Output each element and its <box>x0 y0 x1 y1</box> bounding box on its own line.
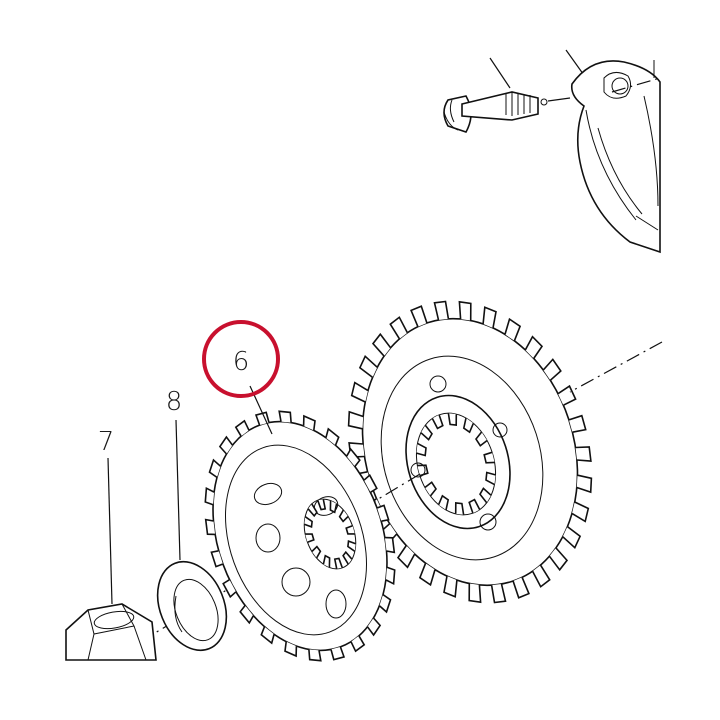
gear-spline <box>483 451 495 464</box>
sprocket-tooth <box>376 504 390 522</box>
leader-line-8 <box>175 419 181 561</box>
sprocket-spline <box>304 516 313 529</box>
gear-tooth <box>557 384 577 406</box>
bracket-part[interactable] <box>565 49 661 254</box>
gear-tooth <box>531 564 551 588</box>
gear-tooth <box>389 316 409 340</box>
gear-tooth <box>418 562 436 587</box>
sprocket-spline <box>305 533 315 543</box>
sprocket-spline <box>342 550 353 565</box>
sprocket-spline <box>338 509 349 523</box>
sprocket-tooth <box>384 536 396 554</box>
callout-label-6[interactable]: 6 <box>233 347 250 377</box>
sprocket-tooth <box>378 593 392 614</box>
gear-tooth <box>443 575 458 598</box>
gear-spline <box>431 414 444 430</box>
gear-tooth <box>512 576 530 599</box>
gear-spline <box>447 413 458 426</box>
gear-tooth <box>410 305 428 328</box>
gear-spline <box>485 471 496 486</box>
gear-tooth <box>575 446 592 462</box>
large-gear-part[interactable] <box>329 291 611 614</box>
sprocket-tooth <box>330 646 346 661</box>
callout-label-8[interactable]: 8 <box>166 387 183 417</box>
sprocket-tooth <box>260 626 275 645</box>
sprocket-spline <box>316 499 327 511</box>
gear-tooth <box>568 414 587 433</box>
gear-spline <box>437 494 450 511</box>
gear-tooth <box>482 306 497 329</box>
sprocket-tooth <box>222 579 237 599</box>
gear-spline <box>416 442 427 457</box>
sprocket-tooth <box>308 649 322 662</box>
sprocket-spline <box>333 557 344 569</box>
sprocket-tooth <box>208 458 222 479</box>
gear-tooth <box>396 545 416 569</box>
gear-tooth <box>458 300 472 321</box>
gear-tooth <box>542 358 562 381</box>
sprocket-part-6[interactable] <box>183 397 418 675</box>
sprocket-spline <box>311 545 322 559</box>
sprocket-spline <box>322 554 331 568</box>
washer-part-8[interactable] <box>145 551 239 660</box>
sprocket-tooth <box>385 566 396 586</box>
gear-tooth <box>548 547 569 572</box>
sprocket-tooth <box>204 486 215 506</box>
sprocket-tooth <box>278 410 292 423</box>
sprocket-tooth <box>218 435 234 455</box>
gear-tooth <box>358 354 378 379</box>
bolt-part[interactable] <box>443 57 571 133</box>
gear-spline <box>424 481 437 497</box>
gear-spline <box>420 424 433 441</box>
gear-spline <box>468 498 481 514</box>
sprocket-tooth <box>302 414 316 431</box>
sprocket-tooth <box>234 419 250 437</box>
leader-line-7 <box>107 457 113 605</box>
nut-part-7[interactable] <box>65 603 157 661</box>
gear-tooth <box>562 525 582 550</box>
sprocket-spline <box>347 539 356 552</box>
gear-spline <box>475 431 488 447</box>
sprocket-tooth <box>325 427 340 446</box>
sprocket-tooth <box>239 605 255 625</box>
gear-tooth <box>504 317 522 342</box>
sprocket-spline <box>345 525 355 535</box>
gear-tooth <box>347 410 364 430</box>
sprocket-tooth <box>363 473 378 493</box>
gear-spline <box>462 417 475 434</box>
gear-tooth <box>576 474 593 494</box>
gear-tooth <box>571 501 590 523</box>
callout-label-7[interactable]: 7 <box>98 427 115 457</box>
sprocket-tooth <box>284 641 298 658</box>
sprocket-tooth <box>210 550 224 568</box>
gear-tooth <box>468 583 482 604</box>
gear-spline <box>454 502 465 515</box>
gear-tooth <box>433 300 450 321</box>
sprocket-tooth <box>350 635 366 653</box>
sprocket-spline <box>329 500 338 514</box>
gear-spline <box>479 487 492 504</box>
gear-tooth <box>524 335 544 359</box>
highlight-circle <box>202 320 280 398</box>
sprocket-tooth <box>345 447 361 467</box>
sprocket-tooth <box>366 617 382 637</box>
gear-tooth <box>490 583 507 604</box>
gear-tooth <box>371 332 392 357</box>
gear-tooth <box>350 381 369 403</box>
sprocket-tooth <box>204 518 216 536</box>
sprocket-tooth <box>254 411 270 426</box>
sprocket-spline <box>307 503 318 518</box>
